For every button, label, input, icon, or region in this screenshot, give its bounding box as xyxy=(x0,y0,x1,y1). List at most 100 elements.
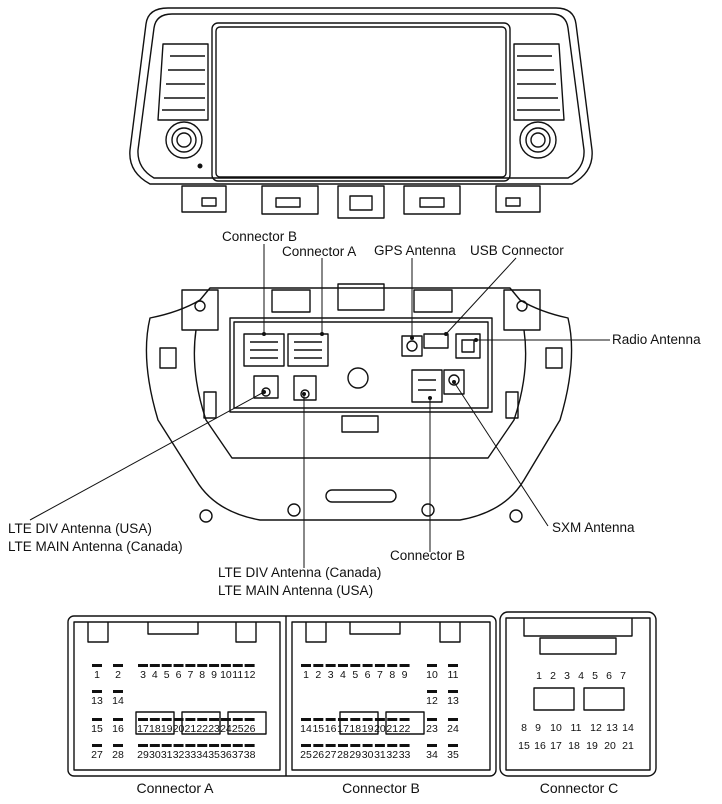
callout-gps-antenna: GPS Antenna xyxy=(374,243,456,258)
connector-b-pin-5: 5 xyxy=(352,669,358,681)
connector-b-pin-16-mark xyxy=(325,718,336,721)
connector-b-pin-10: 10 xyxy=(426,669,438,681)
connector-b-pin-27: 27 xyxy=(325,749,337,761)
callout-sxm-antenna: SXM Antenna xyxy=(552,520,635,535)
connector-c-pin-21: 21 xyxy=(622,740,634,752)
connector-a-pin-2-mark xyxy=(113,664,123,667)
caption-connector-b: Connector B xyxy=(342,780,420,796)
connector-a-pin-31: 31 xyxy=(161,749,173,761)
connector-a-pin-11: 11 xyxy=(232,669,243,681)
connector-a-pin-8: 8 xyxy=(199,669,205,681)
connector-b-pin-14: 14 xyxy=(300,723,312,735)
connector-b-pin-34-mark xyxy=(427,744,437,747)
connector-b-pin-18-mark xyxy=(350,718,361,721)
connector-a-pin-27: 27 xyxy=(91,749,103,761)
connector-b-pin-22: 22 xyxy=(399,723,411,735)
connector-b-pin-20-mark xyxy=(374,718,385,721)
connector-a-pin-27-mark xyxy=(92,744,102,747)
connector-a-pin-6: 6 xyxy=(176,669,182,681)
connector-b-pin-4: 4 xyxy=(340,669,346,681)
connector-a-pin-37: 37 xyxy=(232,749,244,761)
connector-a-pin-9: 9 xyxy=(211,669,217,681)
connector-b-pin-7: 7 xyxy=(377,669,383,681)
connector-a-pin-26: 26 xyxy=(244,723,256,735)
connector-b-pin-29-mark xyxy=(350,744,361,747)
connector-b-pin-30-mark xyxy=(362,744,373,747)
connector-b-pin-33-mark xyxy=(399,744,410,747)
connector-a-pin-1-mark xyxy=(92,664,102,667)
connector-a-pin-28-mark xyxy=(113,744,123,747)
connector-a-pin-32-mark xyxy=(173,744,184,747)
connector-b-pin-11-mark xyxy=(448,664,458,667)
connector-b-pin-31-mark xyxy=(374,744,385,747)
connector-a-pin-26-mark xyxy=(244,718,255,721)
connector-a-pin-5-mark xyxy=(161,664,172,667)
connector-b-pin-15-mark xyxy=(313,718,324,721)
connector-a-pin-14-mark xyxy=(113,690,123,693)
connector-b-pin-25: 25 xyxy=(300,749,312,761)
connector-a-pin-3: 3 xyxy=(140,669,146,681)
connector-a-pin-33: 33 xyxy=(185,749,197,761)
connector-b-pin-1-mark xyxy=(301,664,311,667)
connector-a-pin-36-mark xyxy=(220,744,231,747)
connector-b-pin-21: 21 xyxy=(386,723,398,735)
connector-b-pin-28-mark xyxy=(337,744,348,747)
connector-a-pin-25: 25 xyxy=(232,723,244,735)
connector-b-pin-13: 13 xyxy=(447,695,459,707)
connector-c-pin-20: 20 xyxy=(604,740,616,752)
connector-a-pin-20-mark xyxy=(173,718,184,721)
connector-b-pin-18: 18 xyxy=(349,723,361,735)
connector-a-pin-12-mark xyxy=(244,664,255,667)
connector-b-pin-8: 8 xyxy=(389,669,395,681)
connector-a-pin-14: 14 xyxy=(112,695,124,707)
connector-b-pin-11: 11 xyxy=(448,669,459,681)
connector-c-pin-12: 12 xyxy=(590,722,602,734)
connector-a-pin-10-mark xyxy=(220,664,231,667)
connector-b-pin-23-mark xyxy=(427,718,437,721)
connector-a-pin-21: 21 xyxy=(185,723,197,735)
pin-marks xyxy=(92,664,458,747)
connector-a-pin-34-mark xyxy=(197,744,208,747)
connector-b-pin-32: 32 xyxy=(386,749,398,761)
connector-c-pin-10: 10 xyxy=(550,722,562,734)
connector-b-pin-1: 1 xyxy=(303,669,309,681)
connector-b-pin-24: 24 xyxy=(447,723,459,735)
connector-a-pin-21-mark xyxy=(185,718,196,721)
connector-b-pin-9: 9 xyxy=(402,669,408,681)
connector-b-pin-2-mark xyxy=(313,664,324,667)
connector-a-pin-29: 29 xyxy=(137,749,149,761)
caption-connector-c: Connector C xyxy=(539,780,619,796)
connector-b-pin-19-mark xyxy=(362,718,373,721)
connector-b-pin-12: 12 xyxy=(426,695,438,707)
connector-a-pin-23-mark xyxy=(209,718,220,721)
connector-a-pin-37-mark xyxy=(232,744,243,747)
connector-b-pin-8-mark xyxy=(387,664,398,667)
callout-lte-left-1: LTE DIV Antenna (USA) xyxy=(8,521,152,536)
connector-a-pin-38-mark xyxy=(244,744,255,747)
connector-b-pin-14-mark xyxy=(301,718,311,721)
callout-connector-b-top: Connector B xyxy=(222,229,298,244)
connector-b-pin-23: 23 xyxy=(426,723,438,735)
connector-b-pin-34: 34 xyxy=(426,749,438,761)
connector-a-pin-29-mark xyxy=(138,744,148,747)
connector-a-pin-7: 7 xyxy=(187,669,193,681)
connector-a-pin-12: 12 xyxy=(244,669,256,681)
connector-a-pin-8-mark xyxy=(197,664,208,667)
connector-b-pin-16: 16 xyxy=(325,723,337,735)
connector-b-pin-27-mark xyxy=(325,744,336,747)
connector-b-pin-25-mark xyxy=(301,744,311,747)
connector-b-pin-19: 19 xyxy=(362,723,374,735)
callout-connector-a-top: Connector A xyxy=(282,244,357,259)
connector-b-pin-35: 35 xyxy=(447,749,459,761)
connector-c-pin-7: 7 xyxy=(620,670,626,682)
connector-a-pin-15-mark xyxy=(92,718,102,721)
connector-b-pin-30: 30 xyxy=(362,749,374,761)
connector-a-pin-2: 2 xyxy=(115,669,121,681)
connector-a-pin-32: 32 xyxy=(173,749,185,761)
front-view xyxy=(129,7,593,219)
callout-lte-mid-2: LTE MAIN Antenna (USA) xyxy=(218,583,374,598)
connector-a-pin-11-mark xyxy=(232,664,243,667)
connector-a-pin-15: 15 xyxy=(91,723,103,735)
connector-a-pin-10: 10 xyxy=(220,669,232,681)
connector-b-pin-35-mark xyxy=(448,744,458,747)
